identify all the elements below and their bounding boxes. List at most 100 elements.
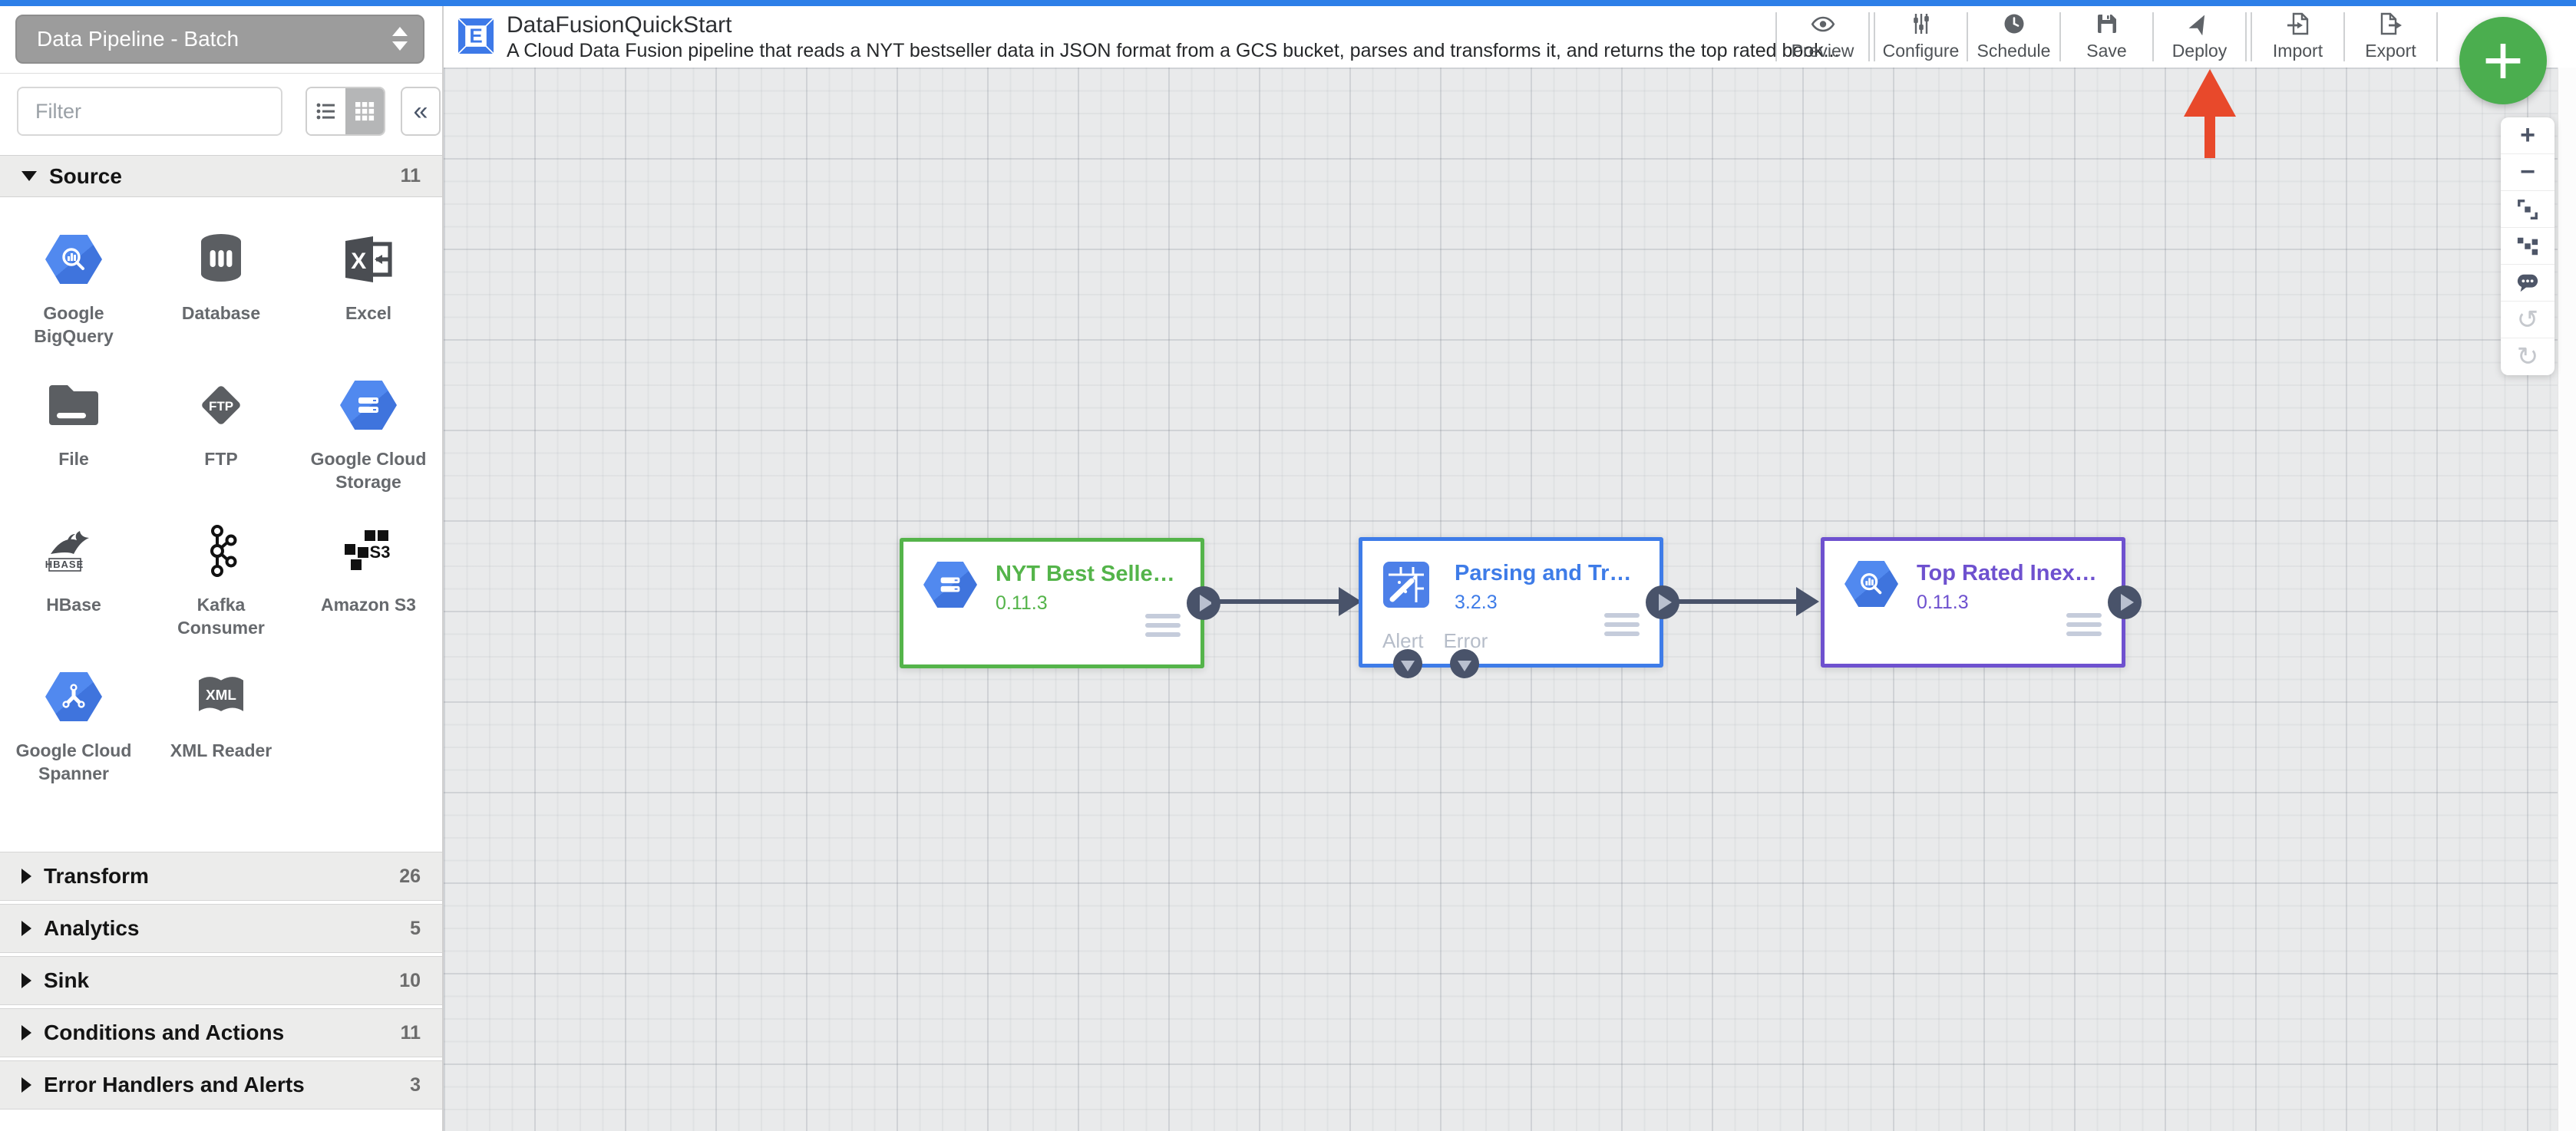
section-header-sink[interactable]: Sink 10 (0, 956, 442, 1005)
configure-button[interactable]: Configure (1875, 11, 1967, 63)
toolbar-label: Preview (1791, 41, 1854, 61)
s3-icon: S3 (345, 530, 391, 570)
caret-down-icon (21, 171, 37, 181)
toolbar-separator (2436, 12, 2438, 61)
toolbar-separator (2152, 12, 2154, 61)
section-label: Transform (44, 864, 149, 888)
vertical-scrollbar[interactable] (2558, 68, 2576, 1131)
caret-right-icon (21, 1077, 31, 1093)
section-label: Sink (44, 968, 90, 992)
toolbar-separator (1874, 12, 1875, 61)
plugin-sidebar: Data Pipeline - Batch « Sou (0, 6, 444, 1131)
import-icon (2287, 12, 2308, 35)
node-version: 3.2.3 (1455, 592, 1498, 613)
section-header-analytics[interactable]: Analytics 5 (0, 904, 442, 953)
add-plugin-button[interactable]: + (2459, 17, 2547, 104)
deploy-button[interactable]: Deploy (2154, 11, 2245, 63)
caret-right-icon (21, 921, 31, 936)
toolbar-label: Deploy (2171, 41, 2228, 61)
node-menu-button[interactable] (1145, 614, 1181, 637)
redo-button[interactable]: ↻ (2516, 342, 2539, 371)
import-button[interactable]: Import (2252, 11, 2343, 63)
undo-button[interactable]: ↺ (2501, 302, 2555, 338)
play-icon (1659, 594, 1672, 611)
bigquery-icon (1844, 561, 1898, 607)
node-parsing-and-transform[interactable]: Parsing and Tr… 3.2.3 Alert Error (1359, 537, 1679, 678)
play-icon (2121, 594, 2134, 611)
plugin-label: XML Reader (170, 740, 272, 760)
connection-2[interactable] (1672, 599, 1798, 604)
svg-text:FTP: FTP (209, 399, 233, 414)
section-header-error-handlers-and-alerts[interactable]: Error Handlers and Alerts 3 (0, 1060, 442, 1110)
grid-view-icon (355, 102, 375, 121)
top-accent-bar (0, 0, 2576, 6)
hbase-icon: HBASE (45, 531, 89, 572)
section-label: Error Handlers and Alerts (44, 1073, 305, 1096)
comments-button[interactable] (2501, 265, 2555, 302)
connection-1[interactable] (1211, 599, 1342, 604)
save-button[interactable]: Save (2061, 11, 2152, 63)
output-port[interactable] (2108, 585, 2142, 619)
plugin-excel[interactable]: X Excel (295, 229, 442, 375)
connection-2-arrowhead-icon (1796, 587, 1819, 616)
node-menu-button[interactable] (1604, 613, 1640, 636)
caret-right-icon (21, 869, 31, 884)
gcs-icon (340, 381, 397, 430)
zoom-out-button[interactable]: − (2501, 154, 2555, 191)
section-count: 3 (410, 1073, 421, 1096)
error-port[interactable] (1450, 649, 1479, 678)
schedule-button[interactable]: Schedule (1968, 11, 2059, 63)
svg-text:S3: S3 (370, 542, 391, 562)
collapse-sidebar-button[interactable]: « (401, 87, 441, 136)
svg-text:X: X (351, 249, 366, 274)
node-menu-button[interactable] (2066, 613, 2102, 636)
alert-port[interactable] (1393, 649, 1422, 678)
svg-text:XML: XML (206, 688, 236, 704)
kafka-icon (210, 525, 237, 577)
arrow-head (2184, 69, 2236, 117)
plugin-kafka-consumer[interactable]: Kafka Consumer (147, 521, 295, 667)
xml-icon: XML (199, 677, 243, 711)
plugin-google-cloud-spanner[interactable]: Google Cloud Spanner (0, 667, 147, 813)
align-nodes-button[interactable] (2501, 228, 2555, 265)
align-nodes-icon (2517, 237, 2538, 255)
toolbar-label: Import (2272, 41, 2323, 61)
toolbar-separator (2059, 12, 2061, 61)
plugin-ftp[interactable]: FTP FTP (147, 375, 295, 521)
toolbar-separator (2251, 12, 2252, 61)
section-header-transform[interactable]: Transform 26 (0, 852, 442, 901)
section-header-source[interactable]: Source 11 (0, 155, 442, 197)
plugin-google-bigquery[interactable]: Google BigQuery (0, 229, 147, 375)
send-icon (2188, 15, 2204, 35)
plugin-amazon-s3[interactable]: S3 Amazon S3 (295, 521, 442, 667)
plugin-label: Google Cloud Storage (310, 449, 427, 492)
plugin-label: Kafka Consumer (177, 595, 265, 638)
canvas-zoom-toolbar: + − ↺ ↻ (2501, 117, 2555, 375)
plugin-hbase[interactable]: HBASE HBase (0, 521, 147, 667)
list-view-button[interactable] (307, 88, 345, 134)
section-count: 5 (410, 917, 421, 939)
pipeline-title: DataFusionQuickStart (507, 12, 732, 38)
plugin-google-cloud-storage[interactable]: Google Cloud Storage (295, 375, 442, 521)
export-button[interactable]: Export (2345, 11, 2436, 63)
caret-down-icon (1401, 660, 1415, 671)
plugin-file[interactable]: File (0, 375, 147, 521)
plugin-xml-reader[interactable]: XML XML Reader (147, 667, 295, 813)
section-header-conditions-and-actions[interactable]: Conditions and Actions 11 (0, 1008, 442, 1057)
zoom-in-button[interactable]: + (2501, 117, 2555, 154)
grid-view-button[interactable] (345, 88, 384, 134)
gcs-icon (923, 562, 977, 608)
section-label: Source (49, 163, 122, 188)
fit-to-screen-icon (2518, 199, 2538, 219)
save-icon (2097, 15, 2116, 33)
plugin-filter-input[interactable] (17, 87, 282, 136)
section-label: Conditions and Actions (44, 1021, 285, 1044)
node-top-rated-inexpensive[interactable]: Top Rated Inex… 0.11.3 (1821, 537, 2142, 668)
export-icon (2380, 12, 2402, 35)
preview-button[interactable]: Preview (1777, 11, 1868, 63)
fit-to-screen-button[interactable] (2501, 191, 2555, 228)
clock-icon (2004, 14, 2023, 34)
node-nyt-best-sellers[interactable]: NYT Best Selle… 0.11.3 (900, 538, 1220, 668)
plugin-database[interactable]: Database (147, 229, 295, 375)
pipeline-type-select[interactable]: Data Pipeline - Batch (15, 15, 424, 64)
